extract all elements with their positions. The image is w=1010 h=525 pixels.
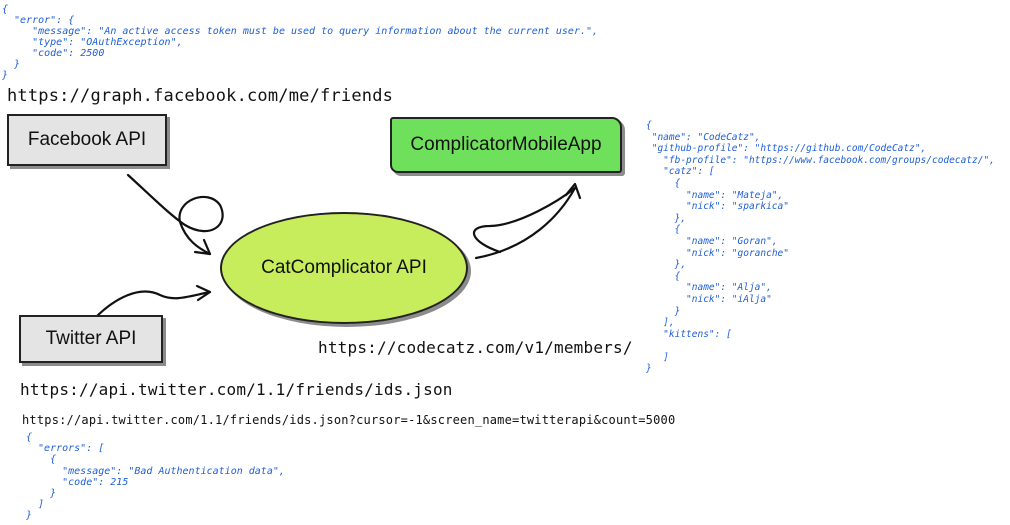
- twitter-friends-full-url: https://api.twitter.com/1.1/friends/ids.…: [22, 413, 676, 427]
- code-line: [646, 340, 995, 352]
- code-line: "name": "CodeCatz",: [646, 131, 761, 143]
- code-line: "name": "Goran",: [646, 235, 778, 247]
- code-line: "type": "OAuthException",: [2, 37, 183, 48]
- code-line: "nick": "iAlja": [646, 293, 772, 305]
- facebook-arrow-head: [193, 238, 212, 256]
- code-line: "code": 2500: [2, 48, 105, 59]
- twitter-to-catcomplicator-arrow: [93, 290, 212, 320]
- code-line: "kittens": [: [646, 328, 732, 340]
- members-response-json: { "name": "CodeCatz", "github-profile": …: [646, 120, 995, 375]
- code-line: {: [646, 224, 681, 236]
- twitter-error-json: { "errors": [ { "message": "Bad Authenti…: [26, 432, 285, 522]
- catcomplicator-api-label: CatComplicator API: [261, 257, 427, 278]
- code-line: "code": 215: [26, 476, 129, 488]
- code-line: "nick": "goranche": [646, 247, 789, 259]
- code-line: "github-profile": "https://github.com/Co…: [646, 143, 927, 155]
- code-line: }: [646, 305, 681, 317]
- catcomplicator-to-app-arrow: [472, 186, 577, 260]
- code-line: "message": "Bad Authentication data",: [26, 465, 285, 477]
- code-line: ]: [646, 351, 669, 363]
- code-line: "errors": [: [26, 443, 105, 455]
- code-line: "fb-profile": "https://www.facebook.com/…: [646, 154, 995, 166]
- codecatz-members-url: https://codecatz.com/v1/members/: [318, 338, 633, 357]
- code-line: {: [646, 270, 681, 282]
- code-line: {: [26, 432, 33, 443]
- code-line: "message": "An active access token must …: [2, 26, 599, 37]
- catcomplicator-api-node: CatComplicator API: [220, 212, 468, 324]
- code-line: "error": {: [2, 15, 75, 26]
- code-line: }: [26, 488, 57, 500]
- twitter-api-label: Twitter API: [45, 328, 137, 349]
- complicator-mobile-app-box: ComplicatorMobileApp: [390, 117, 622, 173]
- code-line: }: [2, 59, 21, 70]
- code-line: },: [646, 259, 687, 271]
- twitter-arrow-head: [195, 284, 212, 302]
- code-line: {: [646, 177, 681, 189]
- facebook-api-label: Facebook API: [27, 129, 147, 150]
- code-line: {: [646, 120, 652, 131]
- facebook-api-box: Facebook API: [7, 114, 167, 166]
- code-line: "name": "Mateja",: [646, 189, 784, 201]
- app-arrow-head: [564, 182, 582, 200]
- complicator-mobile-app-label: ComplicatorMobileApp: [410, 134, 602, 155]
- code-line: "nick": "sparkica": [646, 201, 789, 213]
- code-line: {: [26, 454, 57, 466]
- twitter-api-box: Twitter API: [19, 315, 163, 363]
- code-line: {: [2, 4, 9, 15]
- code-line: }: [26, 510, 33, 522]
- code-line: "catz": [: [646, 166, 715, 178]
- code-line: }: [646, 363, 652, 375]
- code-line: }: [2, 70, 9, 81]
- code-line: "name": "Alja",: [646, 282, 772, 294]
- code-line: ],: [646, 317, 675, 329]
- code-line: },: [646, 212, 687, 224]
- code-line: ]: [26, 499, 45, 511]
- facebook-friends-url: https://graph.facebook.com/me/friends: [7, 86, 394, 106]
- twitter-friends-url: https://api.twitter.com/1.1/friends/ids.…: [20, 380, 453, 399]
- facebook-error-json: { "error": { "message": "An active acces…: [2, 4, 598, 81]
- facebook-to-catcomplicator-arrow: [126, 173, 224, 256]
